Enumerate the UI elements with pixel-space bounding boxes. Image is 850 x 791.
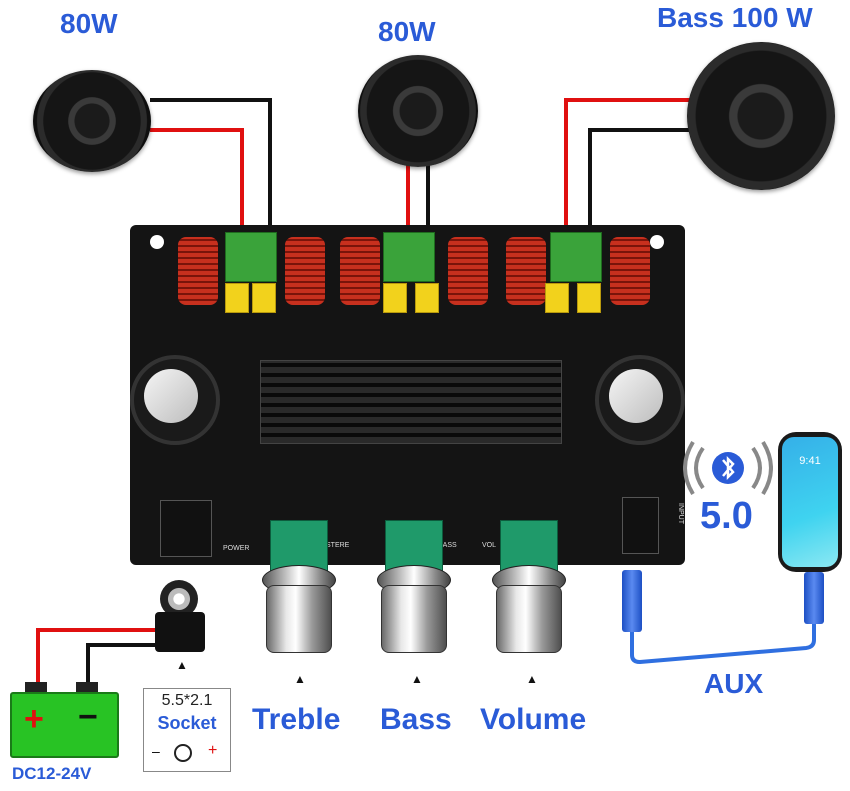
inductor-coil	[610, 237, 650, 305]
left-speaker-wire-red	[150, 128, 244, 232]
left-speaker	[33, 70, 151, 172]
left-speaker-terminal	[225, 232, 277, 282]
center-speaker-terminal	[383, 232, 435, 282]
bass-speaker	[687, 42, 835, 190]
aux-plug-left	[622, 570, 642, 632]
treble-pot-base	[270, 520, 328, 572]
polarity-minus: –	[152, 743, 160, 759]
battery-terminal-plus	[25, 682, 47, 694]
amplifier-board: POWER STERE BASS VOL INPUT	[130, 225, 685, 565]
heatsink	[260, 360, 562, 444]
socket-label: Socket	[157, 713, 217, 733]
silk-input-label: INPUT	[677, 503, 684, 524]
volume-pot-base	[500, 520, 558, 572]
aux-cable	[630, 622, 816, 665]
dc-power-jack[interactable]	[160, 500, 212, 557]
phone-time: 9:41	[799, 455, 821, 467]
battery-terminal-minus	[76, 682, 98, 694]
left-speaker-power-label: 80W	[60, 8, 118, 39]
bass-pointer-icon: ▲	[411, 672, 423, 686]
mount-hole	[650, 235, 664, 249]
socket-info-box: 5.5*2.1 Socket – +	[143, 688, 231, 772]
phone-screen: 9:41	[782, 437, 838, 567]
bass-knob[interactable]	[381, 585, 447, 653]
aux-input-jack[interactable]	[622, 497, 659, 554]
battery: + −	[10, 692, 119, 758]
dc-plug-body	[155, 612, 205, 652]
smartphone: 9:41	[778, 432, 842, 572]
treble-label: Treble	[252, 703, 341, 736]
film-capacitor	[545, 283, 569, 313]
dc-plug-tip	[160, 580, 198, 618]
film-capacitor	[383, 283, 407, 313]
capacitor-top	[609, 369, 663, 423]
bass-speaker-power-label: Bass 100 W	[657, 2, 813, 33]
bass-speaker-wire-black	[588, 128, 690, 232]
volume-knob[interactable]	[496, 585, 562, 653]
bass-speaker-terminal	[550, 232, 602, 282]
bluetooth-signal-icon	[683, 440, 773, 496]
bass-label: Bass	[380, 703, 452, 736]
bass-speaker-wire-red	[564, 98, 690, 232]
film-capacitor	[225, 283, 249, 313]
polarity-symbol: – +	[152, 741, 222, 762]
volume-pointer-icon: ▲	[526, 672, 538, 686]
bass-pot-base	[385, 520, 443, 572]
inductor-coil	[340, 237, 380, 305]
film-capacitor	[252, 283, 276, 313]
left-speaker-wire-black	[150, 98, 272, 232]
electrolytic-capacitor-right	[595, 355, 685, 445]
mount-hole	[150, 235, 164, 249]
treble-pointer-icon: ▲	[294, 672, 306, 686]
center-speaker-power-label: 80W	[378, 16, 436, 47]
silk-power-label: POWER	[223, 545, 250, 552]
socket-pointer-icon: ▲	[176, 658, 188, 672]
polarity-plus: +	[208, 742, 218, 759]
power-input-label: DC12-24V	[12, 764, 92, 783]
volume-label: Volume	[480, 703, 587, 736]
treble-knob[interactable]	[266, 585, 332, 653]
aux-label: AUX	[704, 668, 764, 699]
film-capacitor	[415, 283, 439, 313]
power-wire-black	[86, 643, 160, 690]
aux-plug-right	[804, 572, 824, 624]
inductor-coil	[448, 237, 488, 305]
silk-vol-label: VOL	[482, 542, 497, 549]
electrolytic-capacitor-left	[130, 355, 220, 445]
film-capacitor	[577, 283, 601, 313]
center-speaker	[358, 55, 478, 167]
capacitor-top	[144, 369, 198, 423]
bluetooth-version: 5.0	[700, 495, 753, 537]
silk-bass-label: BASS	[438, 542, 457, 549]
inductor-coil	[285, 237, 325, 305]
polarity-circle-icon	[174, 744, 192, 762]
power-wire-red	[36, 628, 160, 690]
battery-minus-sign: −	[78, 698, 98, 736]
silk-stereo-label: STERE	[326, 542, 350, 549]
inductor-coil	[506, 237, 546, 305]
battery-plus-sign: +	[24, 700, 44, 738]
inductor-coil	[178, 237, 218, 305]
socket-size: 5.5*2.1	[161, 692, 213, 709]
